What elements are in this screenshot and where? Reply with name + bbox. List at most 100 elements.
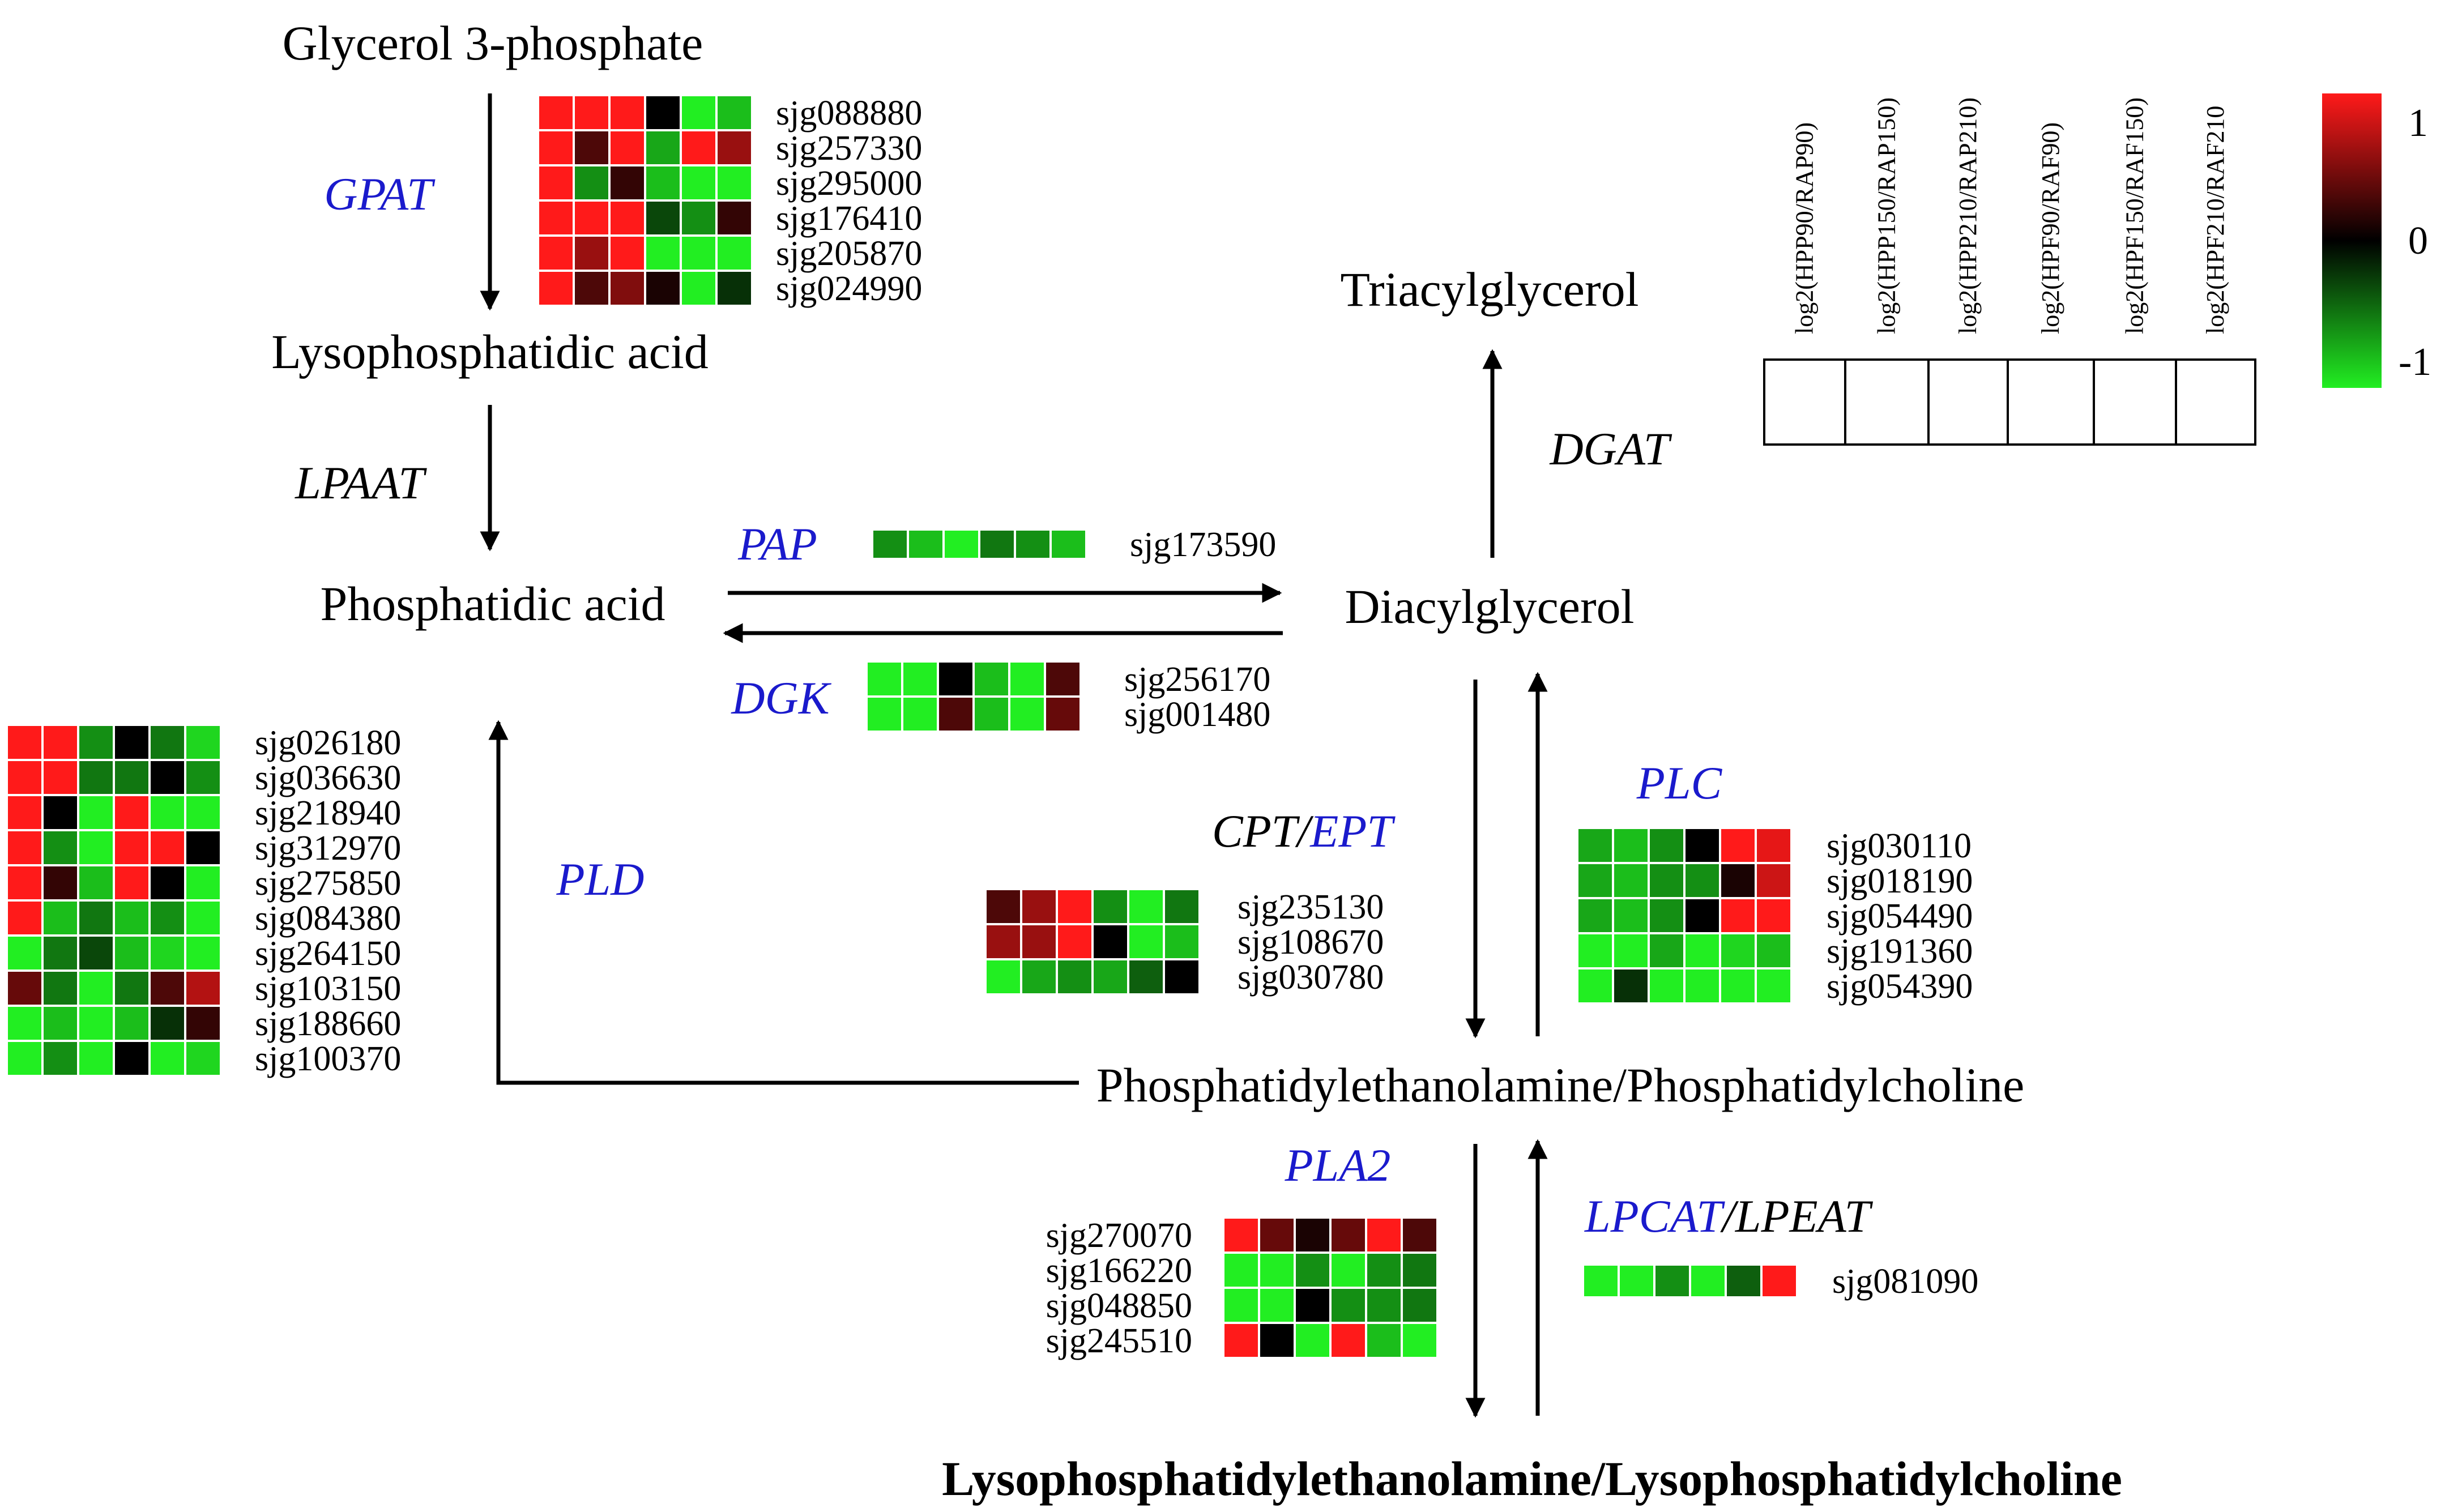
- heatmap-cell: [1014, 528, 1052, 560]
- heatmap-cell: [113, 794, 151, 831]
- enzyme-cpt-ept: CPT/EPT: [1212, 805, 1396, 857]
- heatmap-cell: [1258, 1252, 1296, 1289]
- gene-label: sjg024990: [776, 270, 922, 308]
- heatmap-cell: [715, 270, 753, 307]
- heatmap-cell: [537, 270, 575, 307]
- heatmap-cell: [1044, 695, 1082, 733]
- heatmap-cell: [148, 829, 186, 866]
- heatmap-cell: [6, 1005, 44, 1042]
- heatmap-cell: [1725, 1263, 1763, 1299]
- heatmap-cell: [41, 794, 79, 831]
- gene-label: sjg026180: [255, 724, 401, 762]
- heatmap-cell: [680, 234, 718, 272]
- heatmap-lpcat: sjg081090: [1582, 1262, 1978, 1301]
- heatmap-cell: [1056, 923, 1094, 960]
- scale-mid-label: 0: [2408, 219, 2428, 263]
- heatmap-cell: [901, 660, 939, 698]
- heatmap-cell: [537, 129, 575, 166]
- enzyme-dgat: DGAT: [1549, 423, 1672, 475]
- heatmap-cell: [1755, 827, 1793, 864]
- heatmap-cell: [1755, 967, 1793, 1005]
- heatmap-cell: [1127, 888, 1165, 925]
- heatmap-cell: [1294, 1216, 1332, 1254]
- heatmap-cell: [984, 958, 1022, 996]
- heatmap-cell: [1365, 1252, 1403, 1289]
- gene-label: sjg081090: [1832, 1262, 1978, 1301]
- scale-max-label: 1: [2408, 101, 2428, 145]
- gene-label: sjg256170: [1124, 660, 1270, 699]
- heatmap-plc: sjg030110sjg018190sjg054490sjg191360sjg0…: [1576, 827, 1973, 1006]
- heatmap-cell: [715, 234, 753, 272]
- heatmap-cell: [644, 234, 682, 272]
- gene-label: sjg054490: [1827, 897, 1973, 936]
- enzyme-lpcat-lpeat: LPCAT/LPEAT: [1584, 1190, 1874, 1242]
- gene-label: sjg188660: [255, 1005, 401, 1043]
- heatmap-cell: [6, 899, 44, 937]
- heatmap-cell: [1576, 967, 1614, 1005]
- enzyme-lpcat: LPCAT: [1584, 1190, 1725, 1242]
- heatmap-cell: [1020, 923, 1058, 960]
- heatmap-cell: [1760, 1263, 1798, 1299]
- heatmap-cell: [148, 759, 186, 796]
- heatmap-cell: [41, 864, 79, 902]
- metabolite-phosphatidic-acid: Phosphatidic acid: [320, 576, 665, 631]
- metabolite-lpe-lpc: Lysophosphatidylethanolamine/Lysophospha…: [942, 1451, 2122, 1506]
- legend-template-cells: [1844, 360, 2177, 445]
- heatmap-cell: [1127, 958, 1165, 996]
- heatmap-cell: [1648, 932, 1686, 969]
- heatmap-cell: [6, 934, 44, 972]
- heatmap-cell: [1163, 888, 1201, 925]
- heatmap-cell: [1653, 1263, 1691, 1299]
- heatmap-cell: [1258, 1216, 1296, 1254]
- heatmap-cell: [184, 899, 222, 937]
- legend-column-headers: log2(HPP90/RAP90)log2(HPP150/RAP150)log2…: [1791, 97, 2230, 334]
- heatmap-cell: [1612, 967, 1650, 1005]
- gene-label: sjg264150: [255, 934, 401, 973]
- heatmap-cell: [573, 199, 611, 237]
- heatmap-cell: [148, 1040, 186, 1077]
- gene-label: sjg176410: [776, 199, 922, 238]
- heatmap-cell: [1222, 1252, 1260, 1289]
- heatmap-cell: [1576, 862, 1614, 899]
- heatmap-cell: [184, 724, 222, 761]
- heatmap-cell: [1365, 1322, 1403, 1359]
- heatmap-cell: [907, 528, 945, 560]
- heatmap-cell: [77, 724, 115, 761]
- gene-label: sjg191360: [1827, 932, 1973, 971]
- metabolites: Glycerol 3-phosphate Lysophosphatidic ac…: [271, 16, 2122, 1506]
- heatmap-cell: [537, 164, 575, 202]
- heatmap-cell: [1612, 932, 1650, 969]
- enzyme-dgk: DGK: [731, 672, 831, 724]
- scale-min-label: -1: [2399, 340, 2431, 384]
- heatmap-cell: [184, 864, 222, 902]
- heatmap-cell: [937, 695, 975, 733]
- heatmap-cell: [1683, 827, 1721, 864]
- heatmap-cell: [715, 199, 753, 237]
- heatmap-cell: [113, 724, 151, 761]
- heatmap-cell: [41, 899, 79, 937]
- gene-label: sjg100370: [255, 1040, 401, 1078]
- heatmap-cell: [1329, 1216, 1367, 1254]
- legend-column-header: log2(HPP90/RAP90): [1791, 122, 1819, 334]
- heatmap-cell: [1683, 897, 1721, 934]
- heatmap-cell: [41, 934, 79, 972]
- heatmap-cell: [184, 934, 222, 972]
- heatmap-cell: [1719, 897, 1757, 934]
- gene-label: sjg048850: [1046, 1287, 1192, 1325]
- heatmap-cell: [608, 94, 646, 131]
- heatmap-cell: [573, 234, 611, 272]
- heatmap-cell: [1008, 695, 1046, 733]
- heatmap-cell: [6, 969, 44, 1007]
- heatmap-cell: [6, 829, 44, 866]
- heatmap-cell: [1329, 1322, 1367, 1359]
- heatmap-cell: [41, 724, 79, 761]
- heatmap-cell: [1648, 967, 1686, 1005]
- heatmap-cell: [1056, 958, 1094, 996]
- legend-column-header: log2(HPF210/RAF210: [2201, 106, 2229, 334]
- heatmap-cell: [537, 94, 575, 131]
- metabolite-diacylglycerol: Diacylglycerol: [1345, 579, 1634, 634]
- heatmap-cell: [113, 1040, 151, 1077]
- heatmap-cell: [77, 864, 115, 902]
- legend-column-header: log2(HPF90/RAF90): [2037, 122, 2064, 334]
